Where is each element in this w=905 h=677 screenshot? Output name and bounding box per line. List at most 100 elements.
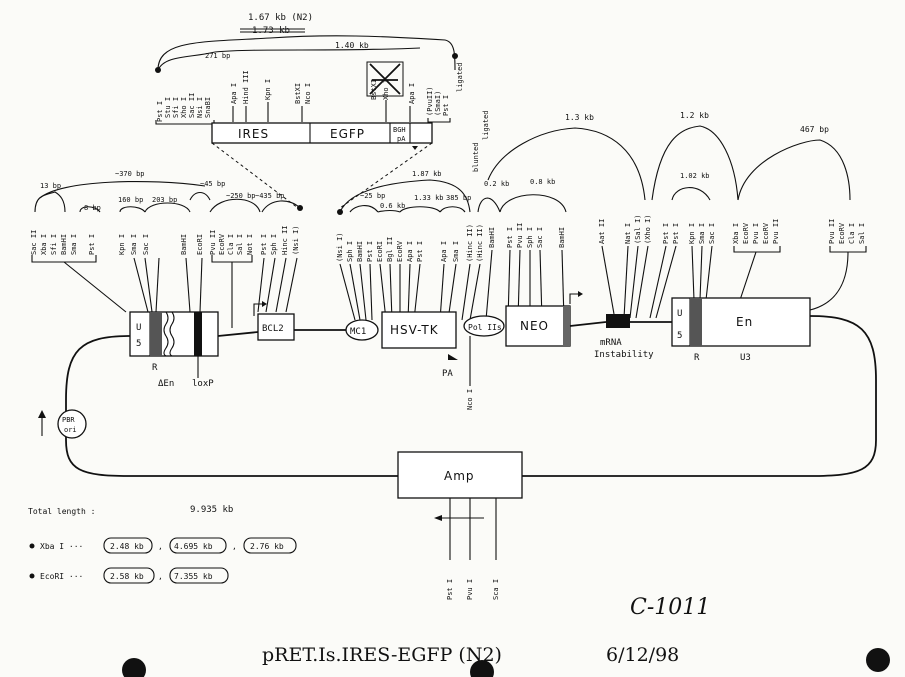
site-label: Hind III xyxy=(242,70,250,104)
site-label: Kpn I xyxy=(688,223,696,244)
site-label: BamHI xyxy=(488,227,496,248)
amp-label: Amp xyxy=(444,469,475,483)
r-hatched-block xyxy=(150,312,162,356)
insert-right-sites: BstXI Xho I Apa I (PvuII) (SmaI) Pst I xyxy=(155,53,458,123)
span-label: 13 bp xyxy=(40,182,61,190)
pol2-promoter xyxy=(463,315,505,337)
site-label: Stu I xyxy=(164,97,172,118)
ecori-label: EcoRI ··· xyxy=(40,572,83,581)
site-label: Bgl II xyxy=(386,237,394,262)
span-140-bracket xyxy=(214,47,421,53)
site-label: (PvuII) xyxy=(426,86,434,116)
xba-fragment: 2.76 kb xyxy=(250,542,284,551)
hsvtk-label: HSV-TK xyxy=(390,323,439,337)
site-label: Pvu II xyxy=(772,219,780,244)
insert-guide-right xyxy=(339,142,433,209)
site-label: Pst I xyxy=(446,579,454,600)
blunted-label: blunted xyxy=(472,142,480,172)
site-label: (Hinc II) xyxy=(466,224,474,262)
punch-hole xyxy=(866,648,890,672)
span-label: 8 bp xyxy=(84,204,101,212)
insert-mid-sites: Apa I Hind III Kpn I BstXI Nco I xyxy=(230,70,312,122)
ecori-fragment: 7.355 kb xyxy=(174,572,213,581)
site-label: Pvu I xyxy=(466,579,474,600)
site-label: EcoRV xyxy=(218,233,226,255)
mrna-instability-block xyxy=(606,314,630,328)
site-label: Pvu I xyxy=(752,223,760,244)
span-label: 160 bp xyxy=(118,196,143,204)
neo-hatched-end xyxy=(563,306,570,346)
site-label: EcoRV xyxy=(396,240,404,262)
site-label: EcoRI xyxy=(376,241,384,262)
site-label: Sma I xyxy=(130,234,138,255)
span-271-label: 271 bp xyxy=(205,52,230,60)
site-label: Pst I xyxy=(672,223,680,244)
site-label: BamHI xyxy=(558,227,566,248)
pbr-ori xyxy=(57,409,87,439)
site-label: EcoRV xyxy=(838,222,846,244)
site-label: Apa I xyxy=(230,83,238,104)
site-label: BamHI xyxy=(60,234,68,255)
u5-bottom-label: 5 xyxy=(136,339,141,349)
pol2-label: Pol IIs xyxy=(468,323,502,332)
site-label: Sph I xyxy=(346,241,354,262)
ncoi-label: Nco I xyxy=(466,389,474,410)
ori-label: ori xyxy=(64,426,77,434)
site-label: Sal I xyxy=(858,223,866,244)
site-label: (Nsi I) xyxy=(292,225,300,255)
site-label: Hinc II xyxy=(281,225,289,255)
site-label: Sph I xyxy=(270,234,278,255)
span-label: 1.33 kb xyxy=(414,194,444,202)
site-label: Sac I xyxy=(142,234,150,255)
site-label: Sac II xyxy=(188,93,196,118)
site-label: Xho I xyxy=(180,97,188,118)
loxp-label: loxP xyxy=(192,379,214,389)
site-label: Pst I xyxy=(88,234,96,255)
site-bracket xyxy=(155,120,215,125)
site-label: Sca I xyxy=(492,579,500,600)
site-label: Nsi I xyxy=(196,97,204,118)
amp-box xyxy=(397,451,523,499)
site-label: Apa I xyxy=(406,241,414,262)
xba-fragment: 4.695 kb xyxy=(174,542,213,551)
site-label: Sac I xyxy=(536,227,544,248)
svg-text:,: , xyxy=(158,542,163,551)
span-label: 0.6 kb xyxy=(380,202,405,210)
site-label: Not I xyxy=(246,234,254,255)
insert-ligated-label: ligated xyxy=(456,62,464,92)
site-label: Pst I xyxy=(366,241,374,262)
site-label: Pst I xyxy=(506,227,514,248)
span-label: ~435 bp xyxy=(255,192,285,200)
site-label: Pvu II xyxy=(516,223,524,248)
site-label: Pst I xyxy=(662,223,670,244)
site-label: Pvu II xyxy=(828,219,836,244)
insert-span-bracket xyxy=(157,35,456,71)
backbone-left xyxy=(65,335,400,477)
egfp-label: EGFP xyxy=(330,127,365,141)
span-label: 467 bp xyxy=(800,125,829,134)
site-label: Xba I xyxy=(40,234,48,255)
site-label: Xho I xyxy=(382,79,390,100)
mrna-label: mRNA xyxy=(600,338,622,348)
span-label: 1.87 kb xyxy=(412,170,442,178)
neo-label: NEO xyxy=(520,319,549,333)
site-label: Pst I xyxy=(416,241,424,262)
u3-label: U3 xyxy=(740,353,751,363)
hsvtk-box xyxy=(381,311,457,349)
site-label: Nco I xyxy=(304,83,312,104)
site-label: Kpn I xyxy=(118,234,126,255)
span-label: 0.2 kb xyxy=(484,180,509,188)
bcl2-box xyxy=(257,313,295,341)
site-label: Sac II xyxy=(30,230,38,255)
handwritten-id: C-1011 xyxy=(630,595,710,620)
span-label: ~45 bp xyxy=(200,180,225,188)
page-title: pRET.Is.IRES-EGFP (N2) xyxy=(262,644,502,666)
mc1-label: MC1 xyxy=(350,327,366,337)
span-label: 0.8 kb xyxy=(530,178,555,186)
crossed-out-sites xyxy=(369,63,401,95)
svg-text:,: , xyxy=(158,572,163,581)
span-140-label: 1.40 kb xyxy=(335,41,369,50)
site-label: Sfi I xyxy=(172,97,180,118)
span-label: 385 bp xyxy=(446,194,471,202)
site-label: Apa I xyxy=(440,241,448,262)
